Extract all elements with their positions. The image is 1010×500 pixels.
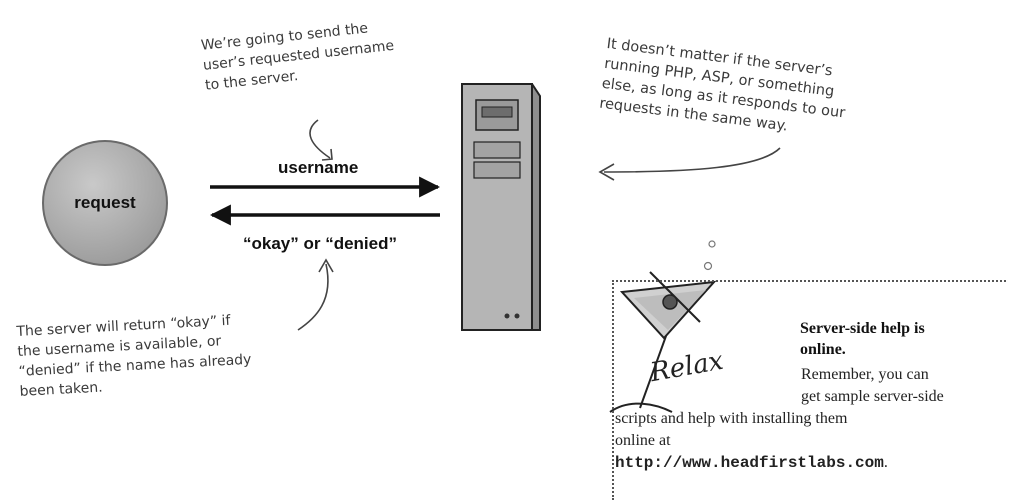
relax-body-line: scripts and help with installing them — [615, 410, 848, 427]
client-request-node: request — [42, 140, 168, 266]
relax-callout-box — [612, 280, 1006, 500]
request-edge-label: username — [278, 158, 359, 177]
response-edge-label: “okay” or “denied” — [243, 234, 397, 253]
relax-heading-line: online. — [800, 341, 846, 358]
server-tower-icon — [461, 83, 541, 331]
pointer-arrow-top-right — [603, 147, 781, 173]
url-suffix: . — [883, 454, 888, 471]
headfirstlabs-url-link[interactable]: http://www.headfirstlabs.com — [615, 454, 884, 472]
relax-heading-line: Server-side help is — [800, 320, 925, 337]
relax-heading: Server-side help is online. — [800, 318, 1005, 360]
pointer-arrowhead — [598, 163, 615, 181]
relax-body-text: Remember, you can get sample server-side… — [615, 364, 1007, 474]
pointer-arrowhead — [321, 148, 333, 161]
pointer-arrow-bottom-left — [297, 263, 329, 331]
relax-body-line: online at — [615, 432, 671, 449]
relax-body-line: Remember, you can — [801, 366, 929, 383]
pointer-arrow-top-left — [309, 119, 331, 159]
client-node-label: request — [74, 193, 136, 212]
relax-url-line: http://www.headfirstlabs.com. — [615, 452, 1007, 474]
pointer-arrowhead — [318, 258, 334, 273]
relax-body-line: get sample server-side — [801, 388, 944, 405]
